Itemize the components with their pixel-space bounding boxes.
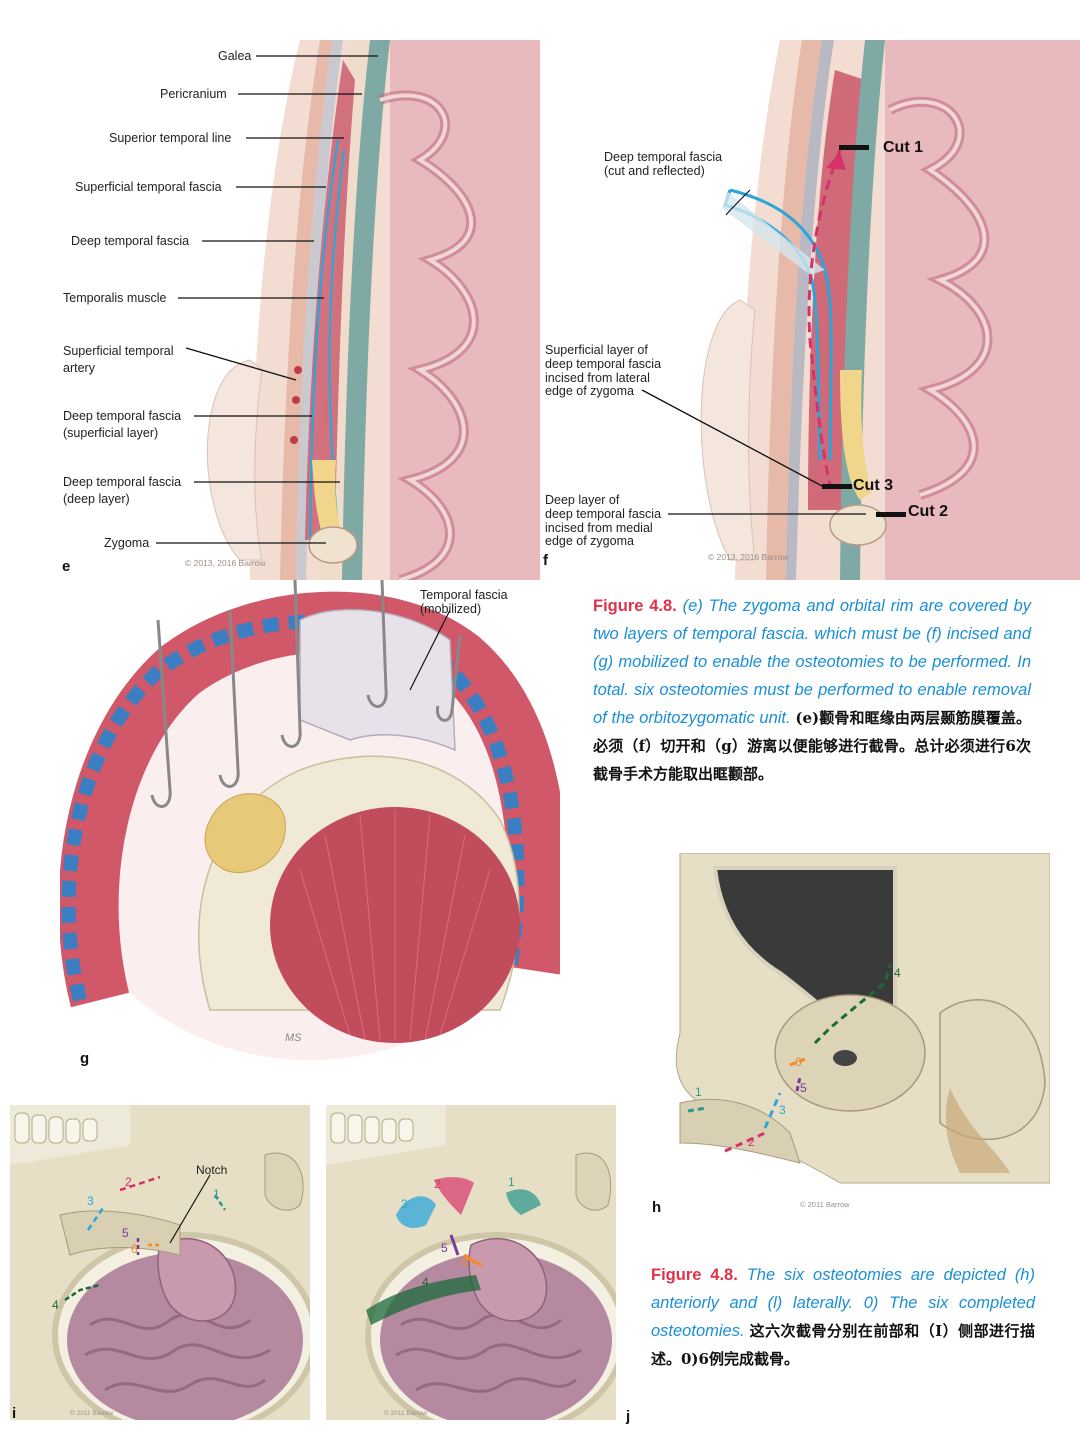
label-notch: Notch bbox=[196, 1163, 228, 1177]
caption-bottom-english: The six osteotomies are depicted (h) ant… bbox=[651, 1266, 1035, 1340]
label-superior-temporal-line: Superior temporal line bbox=[109, 131, 232, 145]
label-pericranium: Pericranium bbox=[160, 87, 227, 101]
panel-e-letter: e bbox=[62, 558, 71, 575]
panel-j-copyright: © 2011 Barrow bbox=[384, 1410, 427, 1417]
panel-h-number-3: 3 bbox=[779, 1103, 786, 1117]
panel-i-illustration bbox=[10, 1105, 310, 1420]
panel-e: Galea Pericranium Superior temporal line… bbox=[0, 40, 540, 580]
panel-j-letter: j bbox=[626, 1408, 631, 1425]
label-cut-2: Cut 2 bbox=[908, 503, 948, 520]
panel-i: Notch 1 2 3 4 5 6 © 2011 Barrow bbox=[10, 1105, 310, 1420]
panel-g-signature: MS bbox=[285, 1032, 302, 1044]
label-temporal-fascia-2: (mobilized) bbox=[420, 602, 482, 616]
panel-h: 1 2 3 4 5 6 © 2011 Barrow h bbox=[640, 853, 1050, 1223]
panel-j-number-3: 3 bbox=[401, 1197, 408, 1211]
caption-bottom-figure-label: Figure 4.8. bbox=[651, 1266, 738, 1284]
label-zygoma: Zygoma bbox=[104, 536, 150, 550]
label-superficial-temporal-fascia: Superficial temporal fascia bbox=[75, 180, 222, 194]
panel-h-number-6: 6 bbox=[795, 1055, 802, 1069]
panel-f-copyright: © 2013, 2016 Barrow bbox=[708, 552, 789, 562]
caption-top-chinese: (e)颧骨和眶缘由两层颞筋膜覆盖。必须（f）切开和（g）游离以便能够进行截骨。总… bbox=[593, 709, 1032, 783]
label-dtf-cut-2: (cut and reflected) bbox=[604, 164, 705, 178]
panel-h-number-1: 1 bbox=[695, 1085, 702, 1099]
panel-i-number-2: 2 bbox=[125, 1175, 132, 1189]
caption-top-english: (e) The zygoma and orbital rim are cover… bbox=[593, 597, 1031, 727]
panel-i-number-5: 5 bbox=[122, 1226, 129, 1240]
panel-j-number-6: 6 bbox=[462, 1255, 469, 1269]
label-dtf-deep-1: Deep temporal fascia bbox=[63, 475, 182, 489]
panel-g: Temporal fascia (mobilized) MS g bbox=[60, 580, 560, 1070]
label-deep-layer-4: edge of zygoma bbox=[545, 534, 634, 548]
panel-h-number-2: 2 bbox=[748, 1135, 755, 1149]
label-deep-temporal-fascia: Deep temporal fascia bbox=[71, 234, 190, 248]
label-sup-layer-1: Superficial layer of bbox=[545, 343, 648, 357]
panel-i-letter: i bbox=[12, 1405, 17, 1422]
label-sup-layer-2: deep temporal fascia bbox=[545, 357, 662, 371]
panel-h-letter: h bbox=[652, 1199, 662, 1216]
label-deep-layer-2: deep temporal fascia bbox=[545, 507, 662, 521]
panel-j-illustration bbox=[326, 1105, 616, 1420]
panel-j-number-1: 1 bbox=[508, 1175, 515, 1189]
panel-j-number-5: 5 bbox=[441, 1241, 448, 1255]
label-dtf-deep-2: (deep layer) bbox=[63, 492, 130, 506]
panel-i-number-6: 6 bbox=[131, 1242, 138, 1256]
panel-e-illustration bbox=[0, 40, 540, 580]
label-sup-layer-3: incised from lateral bbox=[545, 371, 650, 385]
panel-h-copyright: © 2011 Barrow bbox=[800, 1200, 850, 1209]
panel-f-letter: f bbox=[543, 552, 548, 569]
panel-i-number-3: 3 bbox=[87, 1194, 94, 1208]
caption-bottom-chinese: 这六次截骨分别在前部和（I）侧部进行描述。0)6例完成截骨。 bbox=[651, 1322, 1035, 1368]
panel-i-number-4: 4 bbox=[52, 1298, 59, 1312]
label-dtf-cut-1: Deep temporal fascia bbox=[604, 150, 723, 164]
panel-j-number-4: 4 bbox=[422, 1275, 429, 1289]
panel-i-number-1: 1 bbox=[213, 1187, 220, 1201]
label-dtf-superficial-1: Deep temporal fascia bbox=[63, 409, 182, 423]
panel-h-illustration bbox=[640, 853, 1050, 1213]
panel-g-illustration bbox=[60, 580, 560, 1070]
label-galea: Galea bbox=[218, 49, 252, 63]
label-temporal-fascia-1: Temporal fascia bbox=[420, 588, 508, 602]
panel-j-number-2: 2 bbox=[434, 1177, 441, 1191]
label-superficial-temporal-artery-1: Superficial temporal bbox=[63, 344, 174, 358]
panel-j: 1 2 3 4 5 6 © 2011 Barrow bbox=[326, 1105, 616, 1420]
caption-top: Figure 4.8. (e) The zygoma and orbital r… bbox=[593, 592, 1031, 788]
label-superficial-temporal-artery-2: artery bbox=[63, 361, 95, 375]
panel-g-letter: g bbox=[80, 1050, 90, 1067]
label-deep-layer-3: incised from medial bbox=[545, 521, 653, 535]
label-temporalis-muscle: Temporalis muscle bbox=[63, 291, 167, 305]
caption-bottom: Figure 4.8. The six osteotomies are depi… bbox=[651, 1261, 1035, 1373]
label-cut-1: Cut 1 bbox=[883, 139, 923, 156]
panel-h-number-4: 4 bbox=[894, 966, 901, 980]
panel-h-number-5: 5 bbox=[800, 1081, 807, 1095]
label-dtf-superficial-2: (superficial layer) bbox=[63, 426, 159, 440]
panel-i-copyright: © 2011 Barrow bbox=[70, 1410, 113, 1417]
panel-e-copyright: © 2013, 2016 Barrow bbox=[185, 558, 266, 568]
label-deep-layer-1: Deep layer of bbox=[545, 493, 620, 507]
label-cut-3: Cut 3 bbox=[853, 477, 893, 494]
caption-top-figure-label: Figure 4.8. bbox=[593, 597, 677, 615]
panel-f-illustration bbox=[540, 40, 1080, 580]
panel-f: Deep temporal fascia (cut and reflected)… bbox=[540, 40, 1080, 580]
label-sup-layer-4: edge of zygoma bbox=[545, 384, 634, 398]
